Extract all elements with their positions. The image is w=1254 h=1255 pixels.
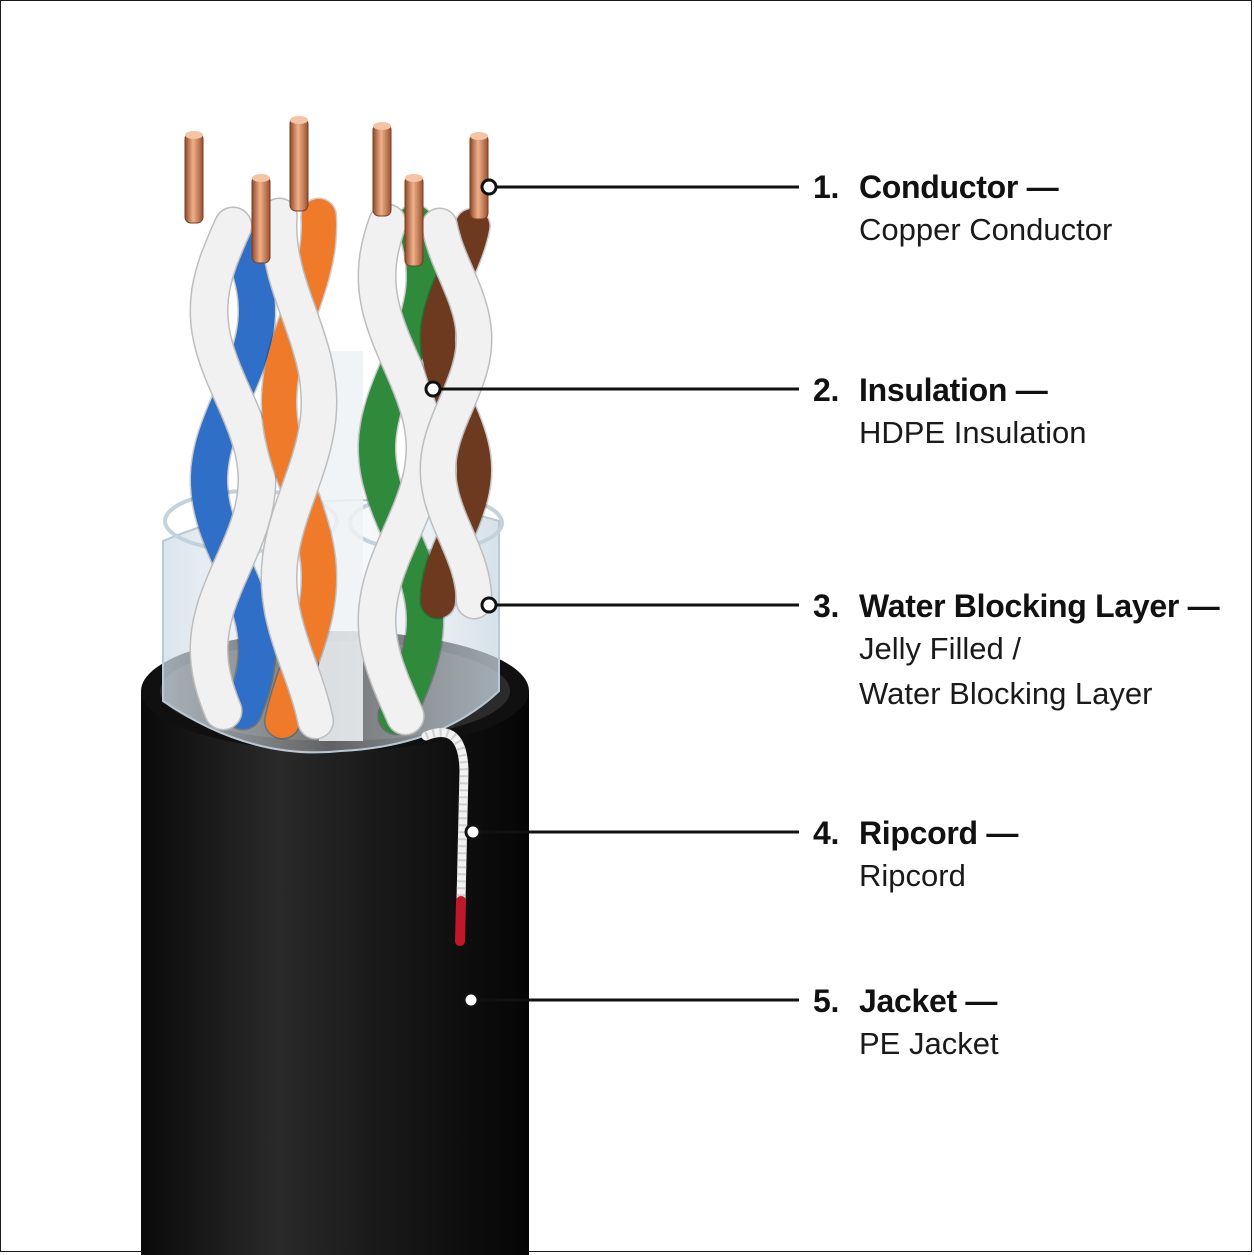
callout-description: Copper Conductor [859, 212, 1113, 247]
callout-number: 5. [813, 983, 840, 1019]
orange-pair [260, 197, 338, 740]
callout-description-line-2: Water Blocking Layer [859, 676, 1153, 711]
callout-number: 2. [813, 372, 840, 408]
twisted-pairs [189, 197, 493, 740]
callout-number: 1. [813, 169, 840, 205]
callout-title: Conductor — [859, 169, 1059, 205]
callout-conductor: 1. Conductor — Copper Conductor [813, 167, 1112, 252]
leader-lines [424, 178, 799, 1009]
copper-conductors [184, 116, 489, 267]
copper-conductor-4 [372, 122, 392, 217]
copper-conductor-6 [469, 132, 489, 220]
copper-conductor-1 [184, 131, 204, 224]
callout-number: 4. [813, 815, 840, 851]
ripcord [421, 728, 469, 946]
callout-description: PE Jacket [859, 1026, 999, 1061]
green-pair-strand-1 [358, 205, 444, 734]
callout-jacket: 5. Jacket — PE Jacket [813, 981, 999, 1066]
callout-description: HDPE Insulation [859, 415, 1087, 450]
callout-water-blocking-layer: 3.Water Blocking Layer — Jelly Filled / … [813, 586, 1220, 716]
callout-description: Ripcord [859, 858, 966, 893]
copper-conductor-2 [251, 174, 271, 264]
callout-description: Jelly Filled / [859, 631, 1021, 666]
orange-pair-strand-2 [261, 199, 337, 738]
brown-pair-strand-2 [420, 209, 492, 618]
callout-title: Water Blocking Layer — [859, 588, 1220, 624]
copper-conductor-3 [289, 116, 309, 212]
callout-title: Jacket — [859, 983, 998, 1019]
copper-conductor-5 [404, 174, 424, 267]
blue-pair [189, 206, 277, 731]
callout-title: Insulation — [859, 372, 1048, 408]
blue-pair-strand-1 [190, 208, 276, 729]
callout-title: Ripcord — [859, 815, 1019, 851]
callout-number: 3. [813, 588, 840, 624]
callout-insulation: 2. Insulation — HDPE Insulation [813, 370, 1086, 455]
callout-ripcord: 4. Ripcord — Ripcord [813, 813, 1018, 898]
blue-pair-strand-2 [190, 208, 276, 729]
brown-pair [419, 207, 493, 620]
